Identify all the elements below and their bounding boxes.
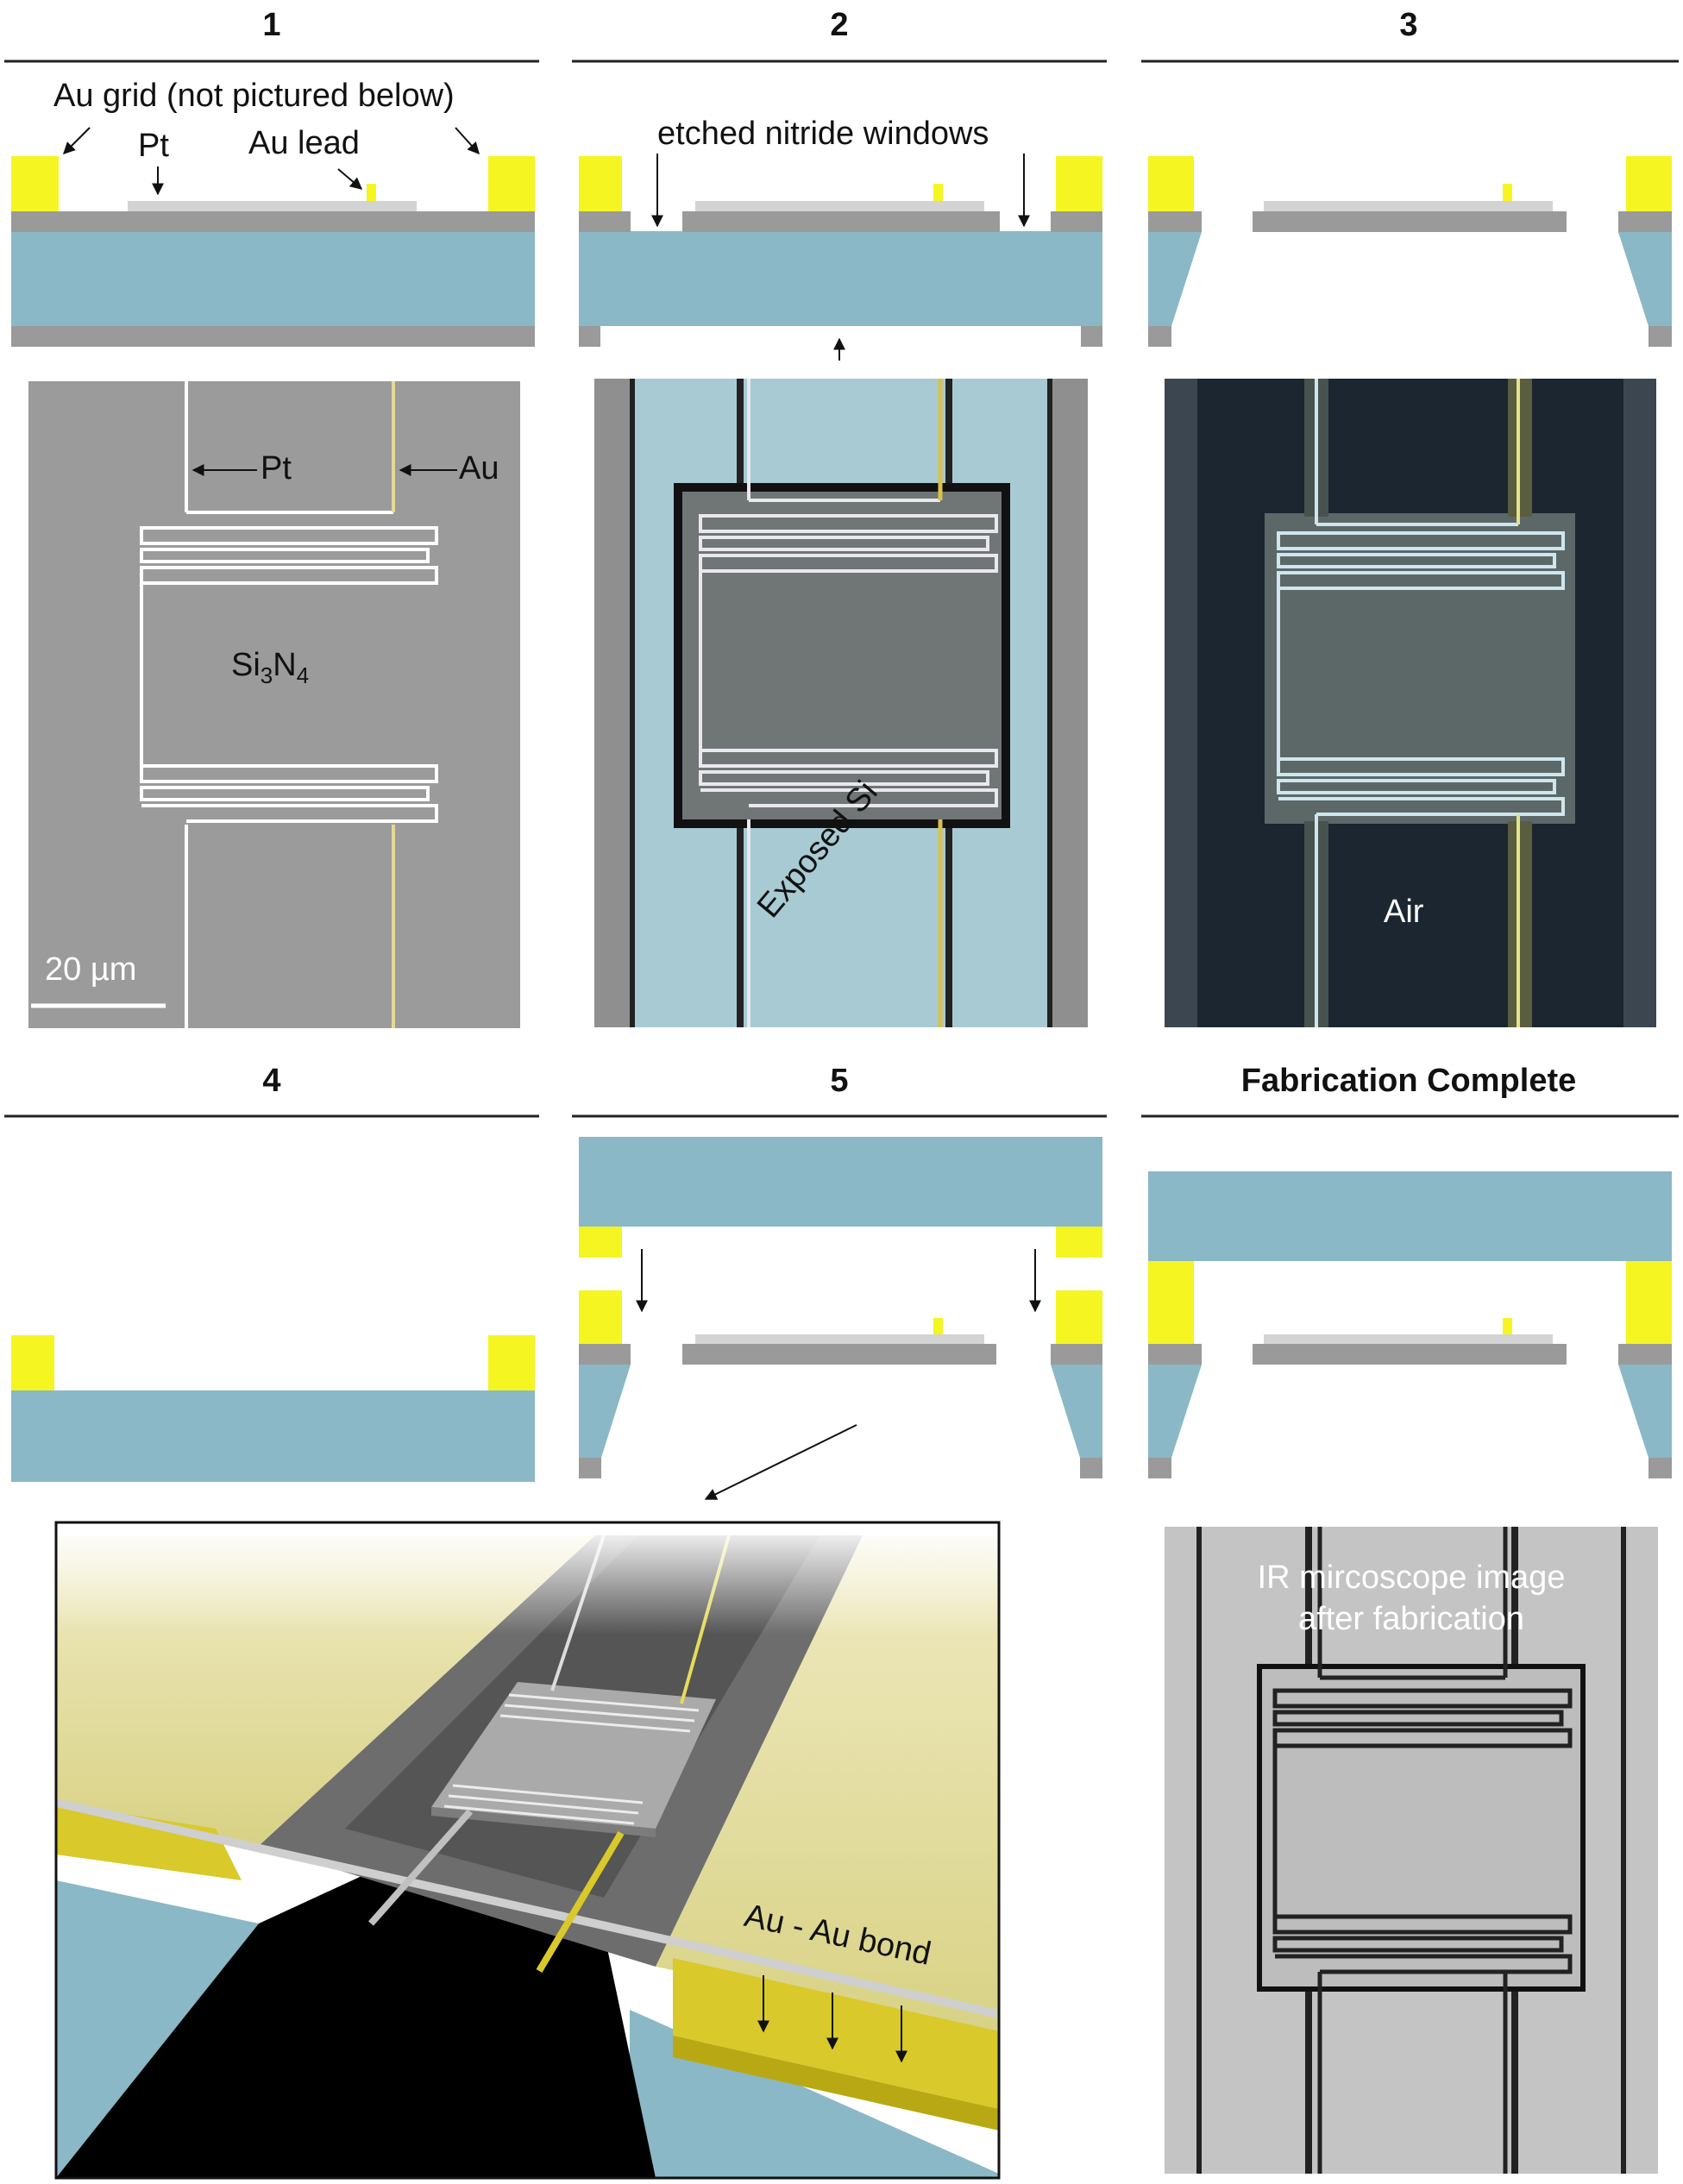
step-final-label: Fabrication Complete xyxy=(1107,1063,1683,1100)
ir-caption-line2: after fabrication xyxy=(1298,1601,1524,1638)
scale-bar-label: 20 µm xyxy=(45,951,136,988)
step4-cross-section xyxy=(11,1335,535,1482)
device-3d-render xyxy=(56,1522,999,2178)
step3-cross-section xyxy=(1148,156,1672,347)
si3n4-label: Si3N4 xyxy=(231,647,309,684)
air-label: Air xyxy=(1384,894,1423,931)
step-1-label: 1 xyxy=(185,7,358,44)
step-2-label: 2 xyxy=(753,7,926,44)
micrograph-step2 xyxy=(594,379,1088,1027)
micro-pt-label: Pt xyxy=(261,450,292,487)
au-grid-label: Au grid (not pictured below) xyxy=(53,78,455,115)
step2-cross-section xyxy=(579,154,1102,361)
step5-cross-section xyxy=(579,1137,1102,1499)
step-4-label: 4 xyxy=(185,1063,358,1100)
final-cross-section xyxy=(1148,1171,1672,1478)
pt-label: Pt xyxy=(138,128,169,165)
step-3-label: 3 xyxy=(1322,7,1495,44)
step-5-label: 5 xyxy=(753,1063,926,1100)
ir-caption-line1: IR mircoscope image xyxy=(1258,1560,1566,1597)
micro-au-label: Au xyxy=(459,450,499,487)
au-lead-label: Au lead xyxy=(248,125,360,162)
etched-windows-label: etched nitride windows xyxy=(657,116,989,153)
